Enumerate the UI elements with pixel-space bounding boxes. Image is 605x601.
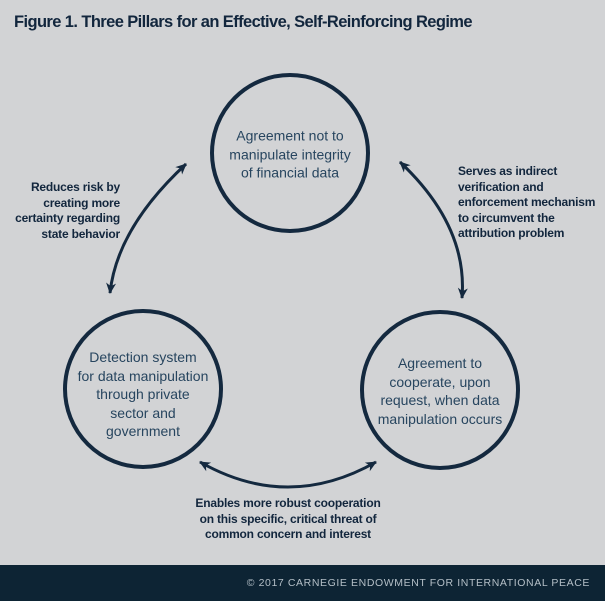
footer-bar: © 2017 CARNEGIE ENDOWMENT FOR INTERNATIO…: [0, 565, 605, 601]
top-pillar-text: Agreement not to manipulate integrity of…: [229, 127, 351, 181]
bottom-right-pillar-text: Agreement to cooperate, upon request, wh…: [377, 355, 503, 427]
left-edge-label: Reduces risk by creating more certainty …: [15, 180, 120, 241]
bottom-right-pillar-circle: [360, 310, 520, 470]
bottom-left-pillar-circle: [63, 309, 223, 469]
bottom-left-pillar-text: Detection system for data manipulation t…: [77, 348, 209, 439]
figure-title: Figure 1. Three Pillars for an Effective…: [14, 13, 473, 31]
copyright-text: © 2017 CARNEGIE ENDOWMENT FOR INTERNATIO…: [246, 577, 590, 589]
bottom-double-arrow: [199, 460, 377, 489]
left-double-arrow: [106, 162, 188, 294]
right-edge-label: Serves as indirect verification and enfo…: [458, 164, 596, 240]
top-pillar-circle: [210, 73, 370, 233]
right-double-arrow: [398, 160, 468, 299]
bottom-edge-label: Enables more robust cooperation on this …: [195, 496, 381, 541]
